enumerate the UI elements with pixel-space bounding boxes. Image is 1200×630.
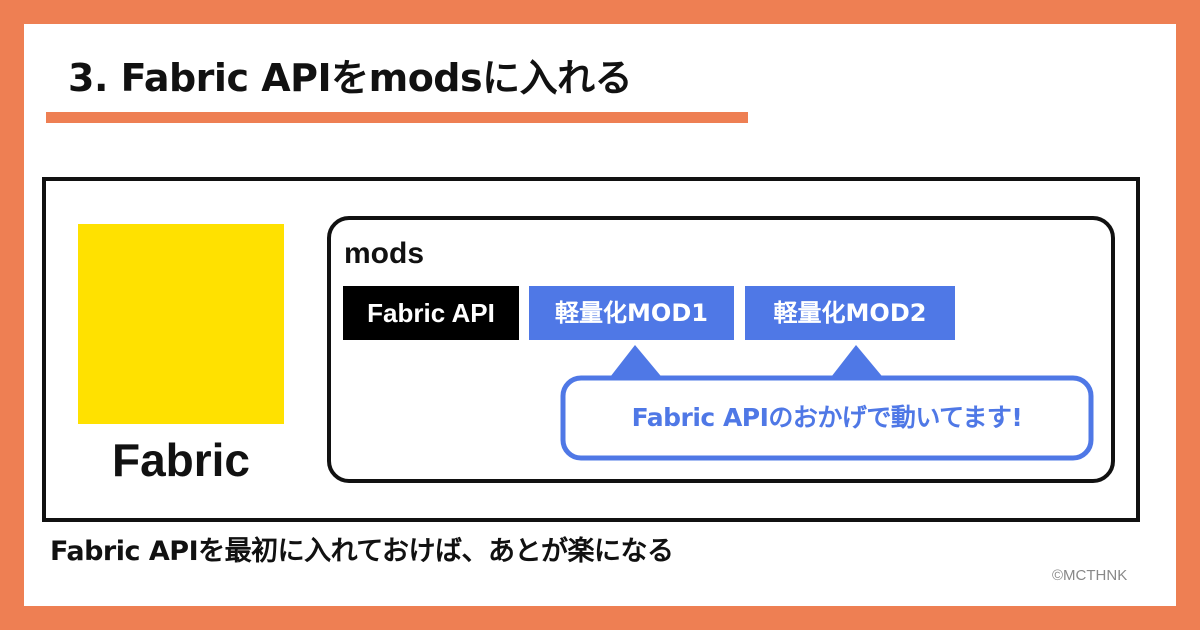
copyright-credit: ©MCTHNK: [1052, 567, 1128, 584]
mods-label: mods: [344, 237, 425, 270]
fabric-label: Fabric: [111, 434, 251, 486]
mod-chip-lightweight-2: 軽量化MOD2: [745, 286, 955, 340]
speech-bubble-text: Fabric APIのおかげで動いてます!: [631, 403, 1023, 432]
section-title: 3. Fabric APIをmodsに入れる: [68, 56, 633, 100]
title-underline: [46, 112, 748, 123]
caption: Fabric APIを最初に入れておけば、あとが楽になる: [50, 536, 674, 567]
mod-chip-fabric-api: Fabric API: [343, 286, 519, 340]
fabric-logo-icon: [78, 224, 284, 424]
mod-chip-lightweight-1: 軽量化MOD1: [529, 286, 734, 340]
